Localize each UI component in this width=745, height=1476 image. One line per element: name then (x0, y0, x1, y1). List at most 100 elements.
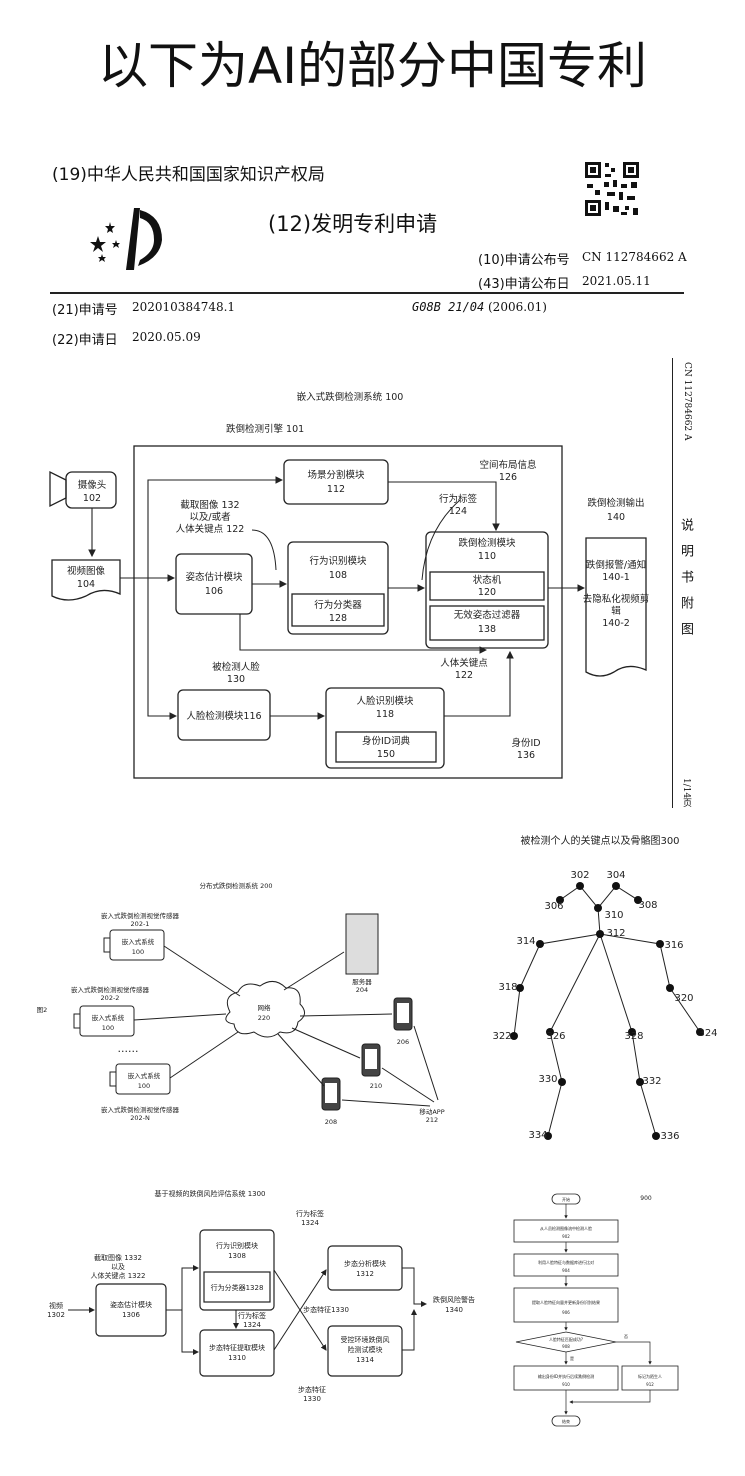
fig3-point-330: 330 (538, 1074, 557, 1085)
fig1-identity: 身份ID (511, 737, 540, 749)
fig4-risk: 跌倒风险警告 (433, 1295, 475, 1304)
fig1-id-dict: 身份ID词典 (362, 735, 411, 747)
fig2-sensor1-no: 202-1 (131, 920, 150, 928)
header-rule (50, 292, 684, 294)
fig2-phone1: 206 (397, 1038, 409, 1046)
fig1-pose: 姿态估计模块 (185, 571, 243, 583)
fig5-s3-no: 906 (562, 1310, 570, 1315)
fig4-test-no: 1314 (356, 1356, 374, 1364)
cnipa-logo-icon (88, 200, 178, 275)
fig5-end: 结束 (562, 1418, 570, 1424)
fig4-tag-bottom-no: 1324 (243, 1321, 261, 1329)
fig5-s2: 利用人脸特征与数据库进行比对 (538, 1259, 594, 1265)
fig4-test2: 险测试模块 (348, 1345, 383, 1354)
patent-office: (19)中华人民共和国国家知识产权局 (52, 165, 325, 185)
fig2-sensorN: 嵌入式跌倒检测视觉传感器 (101, 1105, 180, 1114)
pub-no: CN 112784662 A (582, 250, 687, 264)
fig1-face-detected-no: 130 (227, 674, 245, 685)
fig1-layout-no: 126 (499, 472, 517, 483)
fig1-camera-no: 102 (83, 493, 101, 504)
fig1-privacy-no: 140-2 (602, 618, 630, 629)
fig3-point-314: 314 (516, 936, 535, 947)
fig1-fall-no: 110 (478, 551, 496, 562)
fig4-capture: 截取图像 1332 (94, 1253, 142, 1262)
fig4-tag-top: 行为标签 (296, 1209, 324, 1218)
fig3-point-322: 322 (492, 1031, 511, 1042)
fig2-title: 分布式跌倒检测系统 200 (200, 881, 273, 890)
fig3-point-334: 334 (528, 1130, 547, 1141)
fig5-s1-no: 902 (562, 1234, 570, 1239)
fig3-point-312: 312 (606, 928, 625, 939)
ipc-code: G08B 21/04 (412, 300, 485, 314)
fig2-embedded2-no: 100 (102, 1024, 114, 1032)
fig2-embedded2: 嵌入式系统 (92, 1013, 125, 1022)
fig1-capture2: 以及/或者 (189, 511, 230, 523)
fig3-point-326: 326 (546, 1031, 565, 1042)
pub-date: 2021.05.11 (582, 274, 651, 288)
fig3-point-324: 324 (698, 1028, 717, 1039)
fig2-sensor2: 嵌入式跌倒检测视觉传感器 (71, 985, 150, 994)
fig4-pose-no: 1306 (122, 1311, 140, 1319)
fig3-point-304: 304 (606, 870, 625, 881)
pub-date-label: (43)申请公布日 (478, 277, 570, 292)
fig3-point-320: 320 (674, 993, 693, 1004)
fig2-sensorN-no: 202-N (130, 1114, 150, 1122)
fig3-point-318: 318 (498, 982, 517, 993)
fig3-point-306: 306 (544, 901, 563, 912)
fig4-capture2: 以及 (111, 1263, 125, 1271)
fig2-embedded1: 嵌入式系统 (122, 937, 155, 946)
fig1-classifier: 行为分类器 (314, 599, 362, 611)
app-no: 202010384748.1 (132, 300, 236, 314)
fig4-pose: 姿态估计模块 (110, 1300, 152, 1309)
fig2-sensor2-no: 202-2 (101, 994, 120, 1002)
figure-3-skeleton: 被检测个人的关键点以及骨骼图300 302 304 306 308 310 31… (492, 834, 717, 1142)
fig1-alarm: 跌倒报警/通知 (586, 559, 646, 571)
fig3-point-302: 302 (570, 870, 589, 881)
fig4-video-no: 1302 (47, 1311, 65, 1319)
fig5-s3: 提取人脸特征向量并更新身份识别结果 (532, 1299, 600, 1305)
fig4-video: 视频 (49, 1301, 63, 1310)
side-page: 1/14页 (681, 778, 691, 808)
fig5-s4: 输出身份ID并执行后续跌倒检测 (538, 1373, 594, 1379)
fig4-gait-feat2: 步态特征 (298, 1385, 326, 1394)
fig3-point-328: 328 (624, 1031, 643, 1042)
fig1-video-no: 104 (77, 579, 95, 590)
fig1-identity-no: 136 (517, 750, 535, 761)
fig5-start: 开始 (562, 1196, 570, 1202)
fig1-body-kp: 人体关键点 (440, 657, 488, 669)
fig4-gait-feat: 步态特征1330 (303, 1305, 349, 1314)
fig4-gait: 步态分析模块 (344, 1259, 386, 1268)
qr-code-icon (583, 160, 641, 218)
fig3-point-336: 336 (660, 1131, 679, 1142)
fig1-output-no: 140 (607, 512, 625, 523)
fig1-state-no: 120 (478, 587, 496, 598)
app-no-label: (21)申请号 (52, 303, 118, 318)
fig1-face-rec: 人脸识别模块 (356, 695, 414, 707)
fig4-behavior-no: 1308 (228, 1252, 246, 1260)
fig5-s4-no: 910 (562, 1382, 570, 1387)
fig1-face-detect: 人脸检测模块116 (186, 710, 261, 722)
figure-1-fall-detection-system: 嵌入式跌倒检测系统 100 跌倒检测引擎 101 摄像头 102 视频图像 10… (49, 391, 650, 779)
fig1-face-detected: 被检测人脸 (212, 661, 260, 673)
fig4-extract-no: 1310 (228, 1354, 246, 1362)
fig5-s5-no: 912 (646, 1382, 654, 1387)
fig1-behavior-tag-no: 124 (449, 506, 467, 517)
figure-5-flowchart: 900 开始 从人员检测图像流中检测人脸 902 利用人脸特征与数据库进行比对 … (513, 1193, 679, 1427)
fig1-alarm-no: 140-1 (602, 572, 630, 583)
fig2-dots: ...... (118, 1042, 139, 1055)
fig1-capture3: 人体关键点 122 (176, 523, 245, 535)
fig1-layout: 空间布局信息 (479, 459, 536, 471)
fig1-privacy: 去隐私化视频剪 (583, 593, 650, 605)
fig5-s5: 标记为陌生人 (638, 1373, 662, 1379)
fig1-behavior-tag: 行为标签 (439, 493, 478, 505)
fig2-network: 网络 (258, 1003, 272, 1012)
fig1-behavior-no: 108 (329, 570, 347, 581)
fig1-filter: 无效姿态过滤器 (454, 609, 521, 621)
banner-title: 以下为AI的部分中国专利 (98, 37, 647, 95)
fig3-point-310: 310 (604, 910, 623, 921)
fig4-classifier: 行为分类器1328 (211, 1283, 264, 1292)
fig1-privacy2: 辑 (611, 605, 621, 617)
fig1-engine: 跌倒检测引擎 101 (226, 423, 304, 435)
fig2-network-no: 220 (258, 1014, 270, 1022)
side-patent-number: CN 112784662 A (682, 362, 692, 441)
